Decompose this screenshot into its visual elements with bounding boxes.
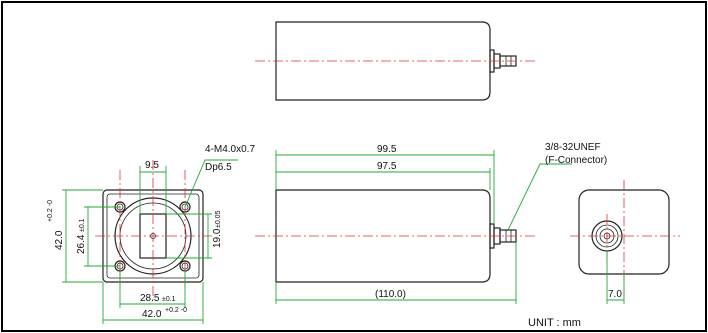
side-view-dimensions: 99.5 97.5 (110.0) 3/8-32UNEF (F-Connecto… [275,142,607,304]
dim-42-horizontal: 42.0 [142,309,162,320]
dim-26-4-tol: ±0.1 [79,218,86,232]
dim-19-0: 19.0 [212,228,223,248]
dim-42-vertical-tol: +0.2 -0 [47,200,54,222]
dim-19-0-tol: ±0.05 [215,210,222,228]
thread-note: 4-M4.0x0.7 [205,144,255,155]
top-view [255,21,535,101]
rear-view [570,180,680,300]
dim-99-5: 99.5 [377,144,397,155]
connector-thread: 3/8-32UNEF [545,142,601,153]
side-view [255,189,535,283]
rear-view-dimensions: 7.0 [606,251,625,304]
dim-28-5-tol: ±0.1 [162,296,176,303]
dim-28-5: 28.5 [140,293,160,304]
dim-26-4: 26.4 [76,234,87,254]
connector-name: (F-Connector) [545,155,607,166]
dim-7-0: 7.0 [608,289,622,300]
front-view-dimensions: 9.5 4-M4.0x0.7 Dp6.5 42.0 +0.2 -0 26.4 ±… [47,144,255,324]
dim-42-vertical: 42.0 [54,230,65,250]
unit-note: UNIT : mm [528,317,581,329]
dim-42-horizontal-tol: +0.2 -0 [165,307,187,314]
dim-110: (110.0) [375,289,406,300]
front-view [95,160,212,300]
dim-97-5: 97.5 [377,161,397,172]
dim-9-5: 9.5 [145,160,159,171]
depth-note: Dp6.5 [205,162,232,173]
